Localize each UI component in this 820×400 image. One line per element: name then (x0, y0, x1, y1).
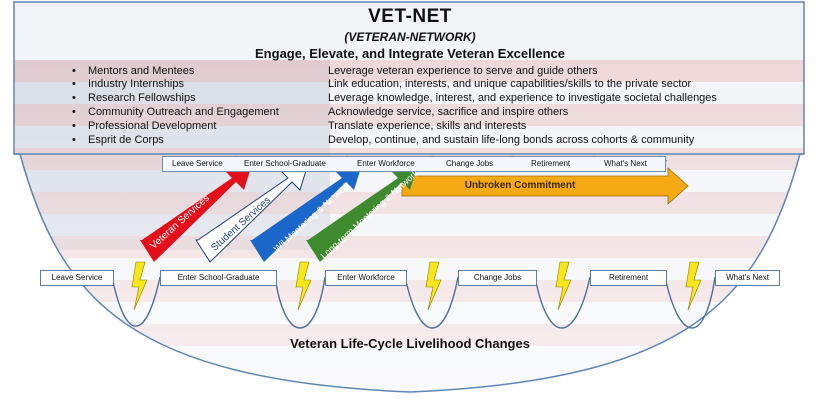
timeline-label-retirement: Retirement (531, 159, 571, 168)
shield-outline (13, 1, 805, 393)
lifecycle-wave (111, 276, 716, 329)
program-label: Research Fellowships (88, 92, 196, 104)
timeline-label-enter-school: Enter School-Graduate (244, 159, 326, 168)
lightning-bolt-icon (425, 261, 442, 311)
bullet-icon: • (72, 120, 76, 132)
lightning-bolt-icon (131, 261, 148, 311)
commitment-label: Unbroken Commitment (464, 180, 576, 191)
stage-whats-next: What's Next (715, 270, 780, 286)
stage-enter-workforce: Enter Workforce (325, 270, 407, 286)
bullet-icon: • (72, 92, 76, 104)
program-description: Acknowledge service, sacrifice and inspi… (328, 106, 569, 118)
tagline: Engage, Elevate, and Integrate Veteran E… (255, 46, 565, 61)
subtitle: (VETERAN-NETWORK) (344, 30, 476, 44)
service-arrow (140, 164, 252, 262)
program-label: Mentors and Mentees (88, 65, 195, 77)
program-label: Professional Development (88, 120, 217, 132)
lifecycle-title: Veteran Life-Cycle Livelihood Changes (290, 336, 530, 351)
unbroken-commitment-arrow (401, 167, 689, 205)
program-description: Leverage veteran experience to serve and… (328, 65, 598, 77)
page-title: VET-NET (368, 6, 452, 27)
program-description: Develop, continue, and sustain life-long… (328, 134, 695, 146)
service-arrow (250, 164, 362, 262)
program-label: Esprit de Corps (88, 134, 164, 146)
lightning-bolt-icon (685, 261, 702, 311)
timeline-strip (162, 156, 666, 172)
timeline-label-change-jobs: Change Jobs (446, 159, 494, 168)
timeline-label-leave-service: Leave Service (172, 159, 223, 168)
timeline-label-enter-workforce: Enter Workforce (357, 159, 415, 168)
program-description: Leverage knowledge, interest, and experi… (328, 92, 717, 104)
lightning-bolt-icon (295, 261, 312, 311)
stage-change-jobs: Change Jobs (458, 270, 537, 286)
program-label: Industry Internships (88, 78, 184, 90)
program-description: Link education, interests, and unique ca… (328, 78, 692, 90)
lightning-bolt-icon (555, 261, 572, 311)
timeline-label-whats-next: What's Next (604, 159, 647, 168)
bullet-icon: • (72, 65, 76, 77)
program-label: Community Outreach and Engagement (88, 106, 279, 118)
bullet-icon: • (72, 134, 76, 146)
bullet-icon: • (72, 106, 76, 118)
program-description: Translate experience, skills and interes… (328, 120, 527, 132)
bullet-icon: • (72, 78, 76, 90)
stage-leave-service: Leave Service (40, 270, 114, 286)
service-arrow (306, 164, 418, 262)
stage-retirement: Retirement (590, 270, 667, 286)
stage-enter-school: Enter School-Graduate (160, 270, 277, 286)
